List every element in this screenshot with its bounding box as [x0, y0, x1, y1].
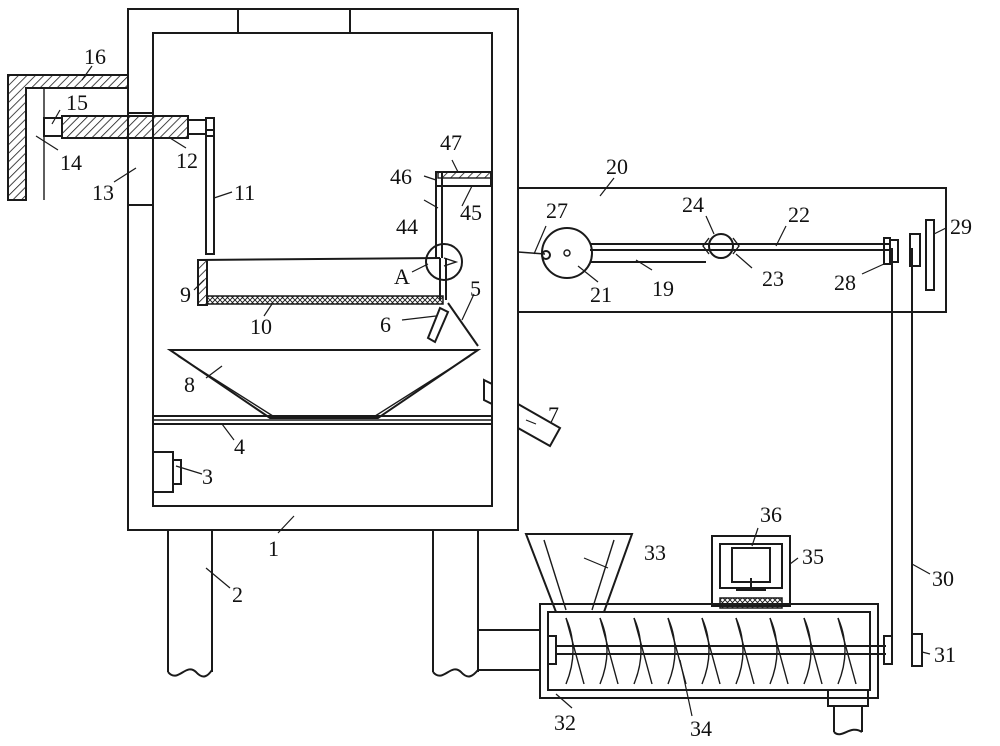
label-44: 44: [396, 214, 418, 239]
label-10: 10: [250, 314, 272, 339]
label-36: 36: [760, 502, 782, 527]
label-21: 21: [590, 282, 612, 307]
label-27: 27: [546, 198, 568, 223]
reference-labels: 1 2 3 4 5 6 7 8 9 10 11 12 13 14 15 16 A…: [60, 44, 972, 741]
label-47: 47: [440, 130, 462, 155]
support-legs: [167, 530, 479, 678]
label-45: 45: [460, 200, 482, 225]
label-16: 16: [84, 44, 106, 69]
label-22: 22: [788, 202, 810, 227]
label-15: 15: [66, 90, 88, 115]
drive-frame: [517, 187, 947, 313]
deflector-plates: [426, 302, 479, 347]
label-19: 19: [652, 276, 674, 301]
vibration-assembly: [425, 171, 492, 281]
label-13: 13: [92, 180, 114, 205]
side-bracket: [7, 74, 154, 206]
label-35: 35: [802, 544, 824, 569]
label-23: 23: [762, 266, 784, 291]
label-33: 33: [644, 540, 666, 565]
label-29: 29: [950, 214, 972, 239]
feed-hopper: [524, 533, 634, 613]
label-5: 5: [470, 276, 481, 301]
label-7: 7: [548, 402, 559, 427]
label-24: 24: [682, 192, 704, 217]
label-30: 30: [932, 566, 954, 591]
label-A: A: [394, 264, 410, 289]
label-12: 12: [176, 148, 198, 173]
label-20: 20: [606, 154, 628, 179]
label-46: 46: [390, 164, 412, 189]
label-34: 34: [690, 716, 712, 741]
telescopic-cylinder: [61, 115, 215, 139]
drive-belt: [891, 248, 913, 650]
label-14: 14: [60, 150, 82, 175]
label-28: 28: [834, 270, 856, 295]
motor: [152, 451, 182, 493]
discharge-outlet: [483, 378, 562, 448]
leader-lines: [35, 65, 947, 717]
dryer-unit: [711, 535, 791, 609]
label-9: 9: [180, 282, 191, 307]
label-11: 11: [234, 180, 255, 205]
label-1: 1: [268, 536, 279, 561]
baffle-plate: [205, 129, 215, 255]
screw-conveyor: [477, 603, 923, 736]
label-6: 6: [380, 312, 391, 337]
label-4: 4: [234, 434, 245, 459]
label-2: 2: [232, 582, 243, 607]
label-32: 32: [554, 710, 576, 735]
label-8: 8: [184, 372, 195, 397]
label-3: 3: [202, 464, 213, 489]
label-31: 31: [934, 642, 956, 667]
collecting-hopper: [152, 349, 493, 425]
